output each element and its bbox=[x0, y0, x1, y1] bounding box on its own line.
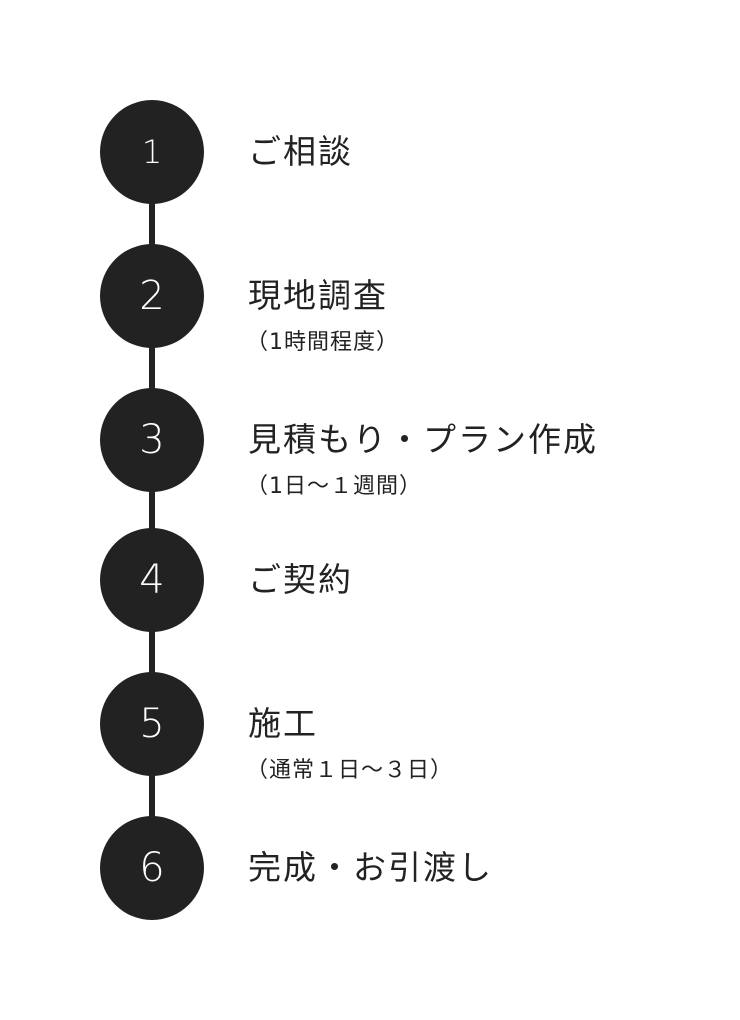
step-number-circle: 1 bbox=[100, 100, 204, 204]
step-5: 5 施工 （通常１日～３日） bbox=[0, 672, 740, 783]
step-title: 見積もり・プラン作成 bbox=[248, 420, 598, 459]
step-3: 3 見積もり・プラン作成 （1日～１週間） bbox=[0, 388, 740, 499]
step-number-circle: 6 bbox=[100, 816, 204, 920]
step-title: 完成・お引渡し bbox=[248, 848, 493, 887]
step-6: 6 完成・お引渡し bbox=[0, 816, 740, 920]
step-4: 4 ご契約 bbox=[0, 528, 740, 632]
step-number-circle: 2 bbox=[100, 244, 204, 348]
step-title: ご契約 bbox=[248, 560, 353, 599]
step-title: 施工 bbox=[248, 704, 318, 743]
step-title: ご相談 bbox=[248, 132, 353, 171]
step-duration-note: （1日～１週間） bbox=[246, 474, 422, 499]
step-number-circle: 5 bbox=[100, 672, 204, 776]
step-duration-note: （通常１日～３日） bbox=[246, 758, 454, 783]
step-1: 1 ご相談 bbox=[0, 100, 740, 204]
step-number-circle: 3 bbox=[100, 388, 204, 492]
step-connector-line bbox=[149, 152, 155, 868]
step-title: 現地調査 bbox=[248, 276, 388, 315]
step-number-circle: 4 bbox=[100, 528, 204, 632]
step-2: 2 現地調査 （1時間程度） bbox=[0, 244, 740, 355]
step-duration-note: （1時間程度） bbox=[246, 330, 399, 355]
